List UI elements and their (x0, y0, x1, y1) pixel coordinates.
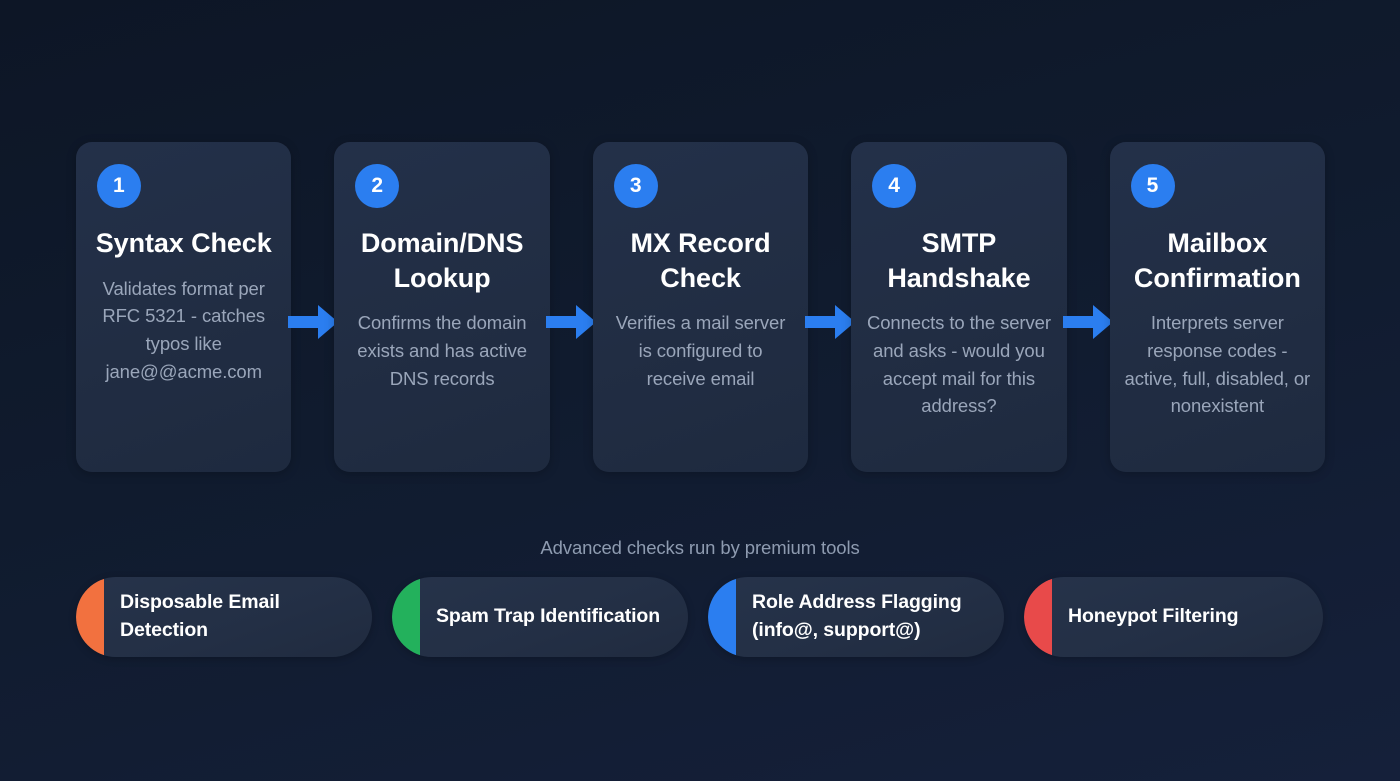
arrow-connector-3-4 (804, 142, 855, 472)
step-title-5: Mailbox Confirmation (1133, 228, 1301, 293)
arrow-connector-1-2 (287, 142, 338, 472)
arrow-connector-2-3 (546, 142, 597, 472)
step-card-1[interactable]: 1 Syntax Check Validates format per RFC … (76, 142, 292, 472)
step-card-2[interactable]: 2 Domain/DNS Lookup Confirms the domain … (334, 142, 550, 472)
step-description-5: Interprets server response codes - activ… (1124, 312, 1311, 417)
step-description-3: Verifies a mail server is configured to … (615, 312, 786, 389)
email-verification-flow: 1 Syntax Check Validates format per RFC … (76, 142, 1326, 472)
step-number-badge-1: 1 (97, 164, 141, 208)
step-card-4[interactable]: 4 SMTP Handshake Connects to the server … (851, 142, 1067, 472)
step-number-badge-5: 5 (1130, 164, 1175, 208)
step-description-4: Connects to the server and asks - would … (866, 312, 1051, 417)
premium-pill-role-address-flagging[interactable]: Role Address Flagging (info@, support@) (708, 577, 1004, 657)
step-title-1: Syntax Check (95, 228, 272, 258)
step-number-badge-3: 3 (613, 164, 658, 208)
arrow-right-icon (1063, 305, 1114, 339)
step-description-1: Validates format per RFC 5321 - catches … (102, 277, 266, 382)
step-card-3[interactable]: 3 MX Record Check Verifies a mail server… (592, 142, 809, 472)
step-title-4: SMTP Handshake (887, 228, 1031, 293)
step-number-badge-4: 4 (872, 164, 917, 208)
pill-label: Honeypot Filtering (1068, 605, 1239, 628)
step-description-2: Confirms the domain exists and has activ… (357, 312, 527, 389)
pill-label: Spam Trap Identification (436, 605, 661, 628)
step-title-3: MX Record Check (630, 228, 771, 293)
step-number-badge-2: 2 (355, 164, 400, 208)
arrow-right-icon (546, 305, 597, 339)
premium-checks-list: Disposable Email Detection Spam Trap Ide… (76, 577, 1325, 657)
premium-checks-caption: Advanced checks run by premium tools (540, 537, 860, 558)
arrow-right-icon (287, 305, 338, 339)
step-card-5[interactable]: 5 Mailbox Confirmation Interprets server… (1109, 142, 1326, 472)
arrow-right-icon (804, 305, 855, 339)
premium-pill-disposable-email-detection[interactable]: Disposable Email Detection (76, 577, 372, 657)
premium-pill-spam-trap-identification[interactable]: Spam Trap Identification (392, 577, 688, 657)
premium-pill-honeypot-filtering[interactable]: Honeypot Filtering (1024, 577, 1323, 657)
pill-label: Disposable Email Detection (120, 591, 280, 641)
step-title-2: Domain/DNS Lookup (360, 228, 524, 293)
pill-label: Role Address Flagging (info@, support@) (752, 591, 962, 641)
arrow-connector-4-5 (1063, 142, 1114, 472)
